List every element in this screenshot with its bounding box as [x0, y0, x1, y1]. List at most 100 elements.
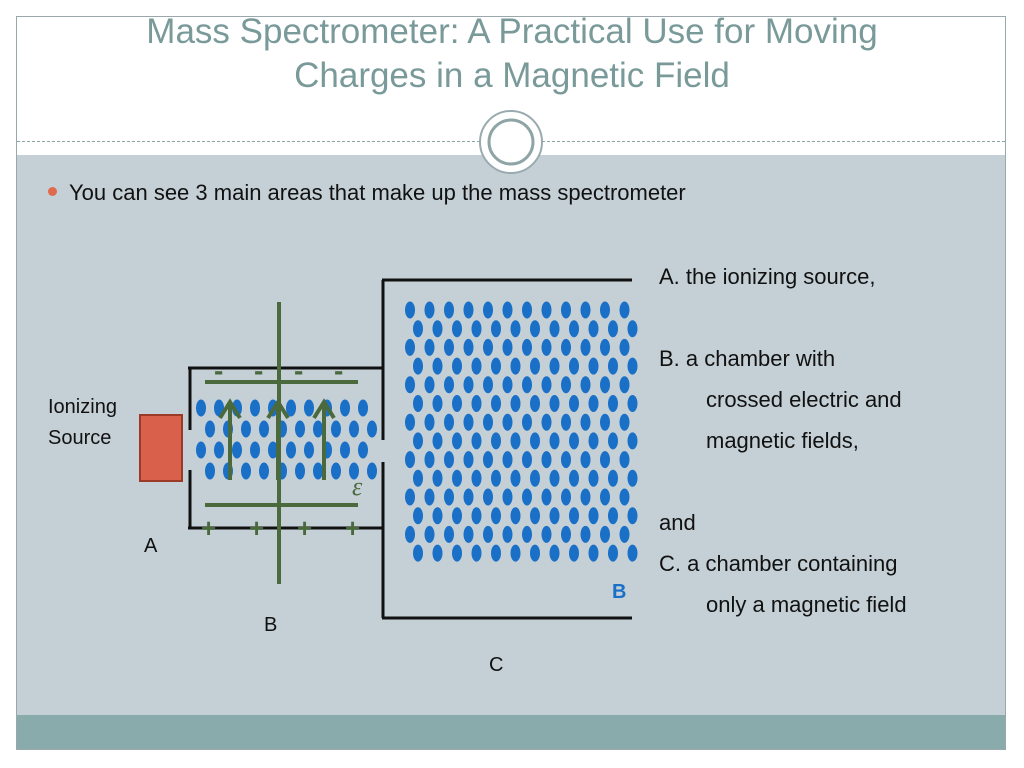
title-line-2: Charges in a Magnetic Field — [294, 56, 730, 95]
field-dot — [471, 357, 482, 375]
chamber-c-outline — [381, 278, 632, 620]
field-dot — [413, 507, 423, 525]
field-dot — [491, 544, 501, 562]
field-dot — [580, 376, 591, 394]
field-dot — [444, 525, 454, 543]
field-dot — [483, 525, 493, 543]
field-dot — [250, 399, 260, 417]
minus-sign: - — [214, 355, 223, 386]
field-dot — [331, 420, 341, 438]
field-dot — [608, 357, 618, 375]
field-dot — [549, 395, 560, 412]
field-dot — [483, 413, 493, 431]
field-dot — [627, 357, 638, 375]
field-dot — [424, 413, 435, 431]
field-dot — [530, 395, 540, 412]
label-c: C — [489, 654, 503, 676]
field-dot — [295, 462, 305, 480]
field-dot — [561, 451, 571, 469]
field-dot — [600, 301, 610, 319]
field-dot — [580, 451, 591, 469]
field-dot — [367, 462, 377, 480]
field-dot — [549, 507, 560, 525]
field-dot — [432, 320, 443, 338]
field-dot — [608, 544, 618, 562]
field-dot — [580, 488, 591, 506]
field-dot — [424, 301, 435, 319]
field-dot — [588, 395, 599, 412]
field-dot — [627, 320, 638, 338]
field-dot — [530, 432, 540, 450]
field-dot — [502, 338, 513, 356]
field-dot — [471, 469, 482, 487]
desc-a: A. the ionizing source, — [659, 264, 876, 289]
field-dot — [463, 488, 474, 506]
field-dot — [304, 399, 314, 417]
field-dot — [241, 462, 251, 480]
field-dot — [588, 544, 599, 562]
field-dot — [619, 451, 630, 469]
desc-b-line-2: crossed electric and — [706, 387, 902, 412]
bullet-item: You can see 3 main areas that make up th… — [48, 180, 686, 206]
field-dot — [561, 413, 571, 431]
field-dot — [608, 432, 618, 450]
field-dot — [259, 420, 269, 438]
field-dot — [340, 441, 350, 459]
field-dot — [444, 376, 454, 394]
field-dot — [205, 420, 215, 438]
chamber-b-outline — [188, 366, 384, 530]
field-dot — [259, 462, 269, 480]
label-a: A — [144, 535, 158, 557]
field-dot — [541, 525, 552, 543]
field-dot — [600, 338, 610, 356]
field-dot — [502, 301, 513, 319]
field-dot — [205, 462, 215, 480]
field-dot — [588, 320, 599, 338]
field-dot — [491, 395, 501, 412]
desc-b-line-3: magnetic fields, — [706, 428, 859, 453]
field-dot — [588, 469, 599, 487]
field-dot — [569, 432, 579, 450]
field-dot — [196, 399, 206, 417]
field-dot — [510, 395, 521, 412]
field-dot — [608, 395, 618, 412]
field-dot — [196, 441, 206, 459]
field-dot — [463, 376, 474, 394]
plus-sign: + — [345, 513, 360, 543]
field-dot — [522, 525, 532, 543]
magnetic-field-dots-c — [405, 301, 638, 562]
field-dot — [549, 432, 560, 450]
field-dot — [268, 441, 278, 459]
field-dot — [588, 432, 599, 450]
field-dot — [313, 462, 323, 480]
field-dot — [530, 357, 540, 375]
field-dot — [463, 413, 474, 431]
capacitor-plates — [205, 302, 358, 584]
field-dot — [405, 413, 415, 431]
field-dot — [600, 525, 610, 543]
field-dot — [413, 469, 423, 487]
field-dot — [580, 525, 591, 543]
field-dot — [463, 451, 474, 469]
field-dot — [358, 399, 368, 417]
plus-sign: + — [249, 513, 264, 543]
field-dot — [569, 544, 579, 562]
field-dot — [619, 338, 630, 356]
field-dot — [530, 544, 540, 562]
field-dot — [510, 357, 521, 375]
field-dot — [530, 320, 540, 338]
source-label-2: Source — [48, 427, 111, 449]
field-dot — [522, 451, 532, 469]
minus-sign: - — [254, 355, 263, 386]
field-dot — [232, 441, 242, 459]
field-dot — [491, 507, 501, 525]
field-dot — [569, 395, 579, 412]
field-dot — [627, 469, 638, 487]
field-dot — [569, 357, 579, 375]
field-dot — [483, 488, 493, 506]
magnetic-field-label: B — [612, 581, 626, 603]
field-dot — [541, 338, 552, 356]
field-dot — [444, 413, 454, 431]
field-dot — [331, 462, 341, 480]
field-dot — [405, 525, 415, 543]
